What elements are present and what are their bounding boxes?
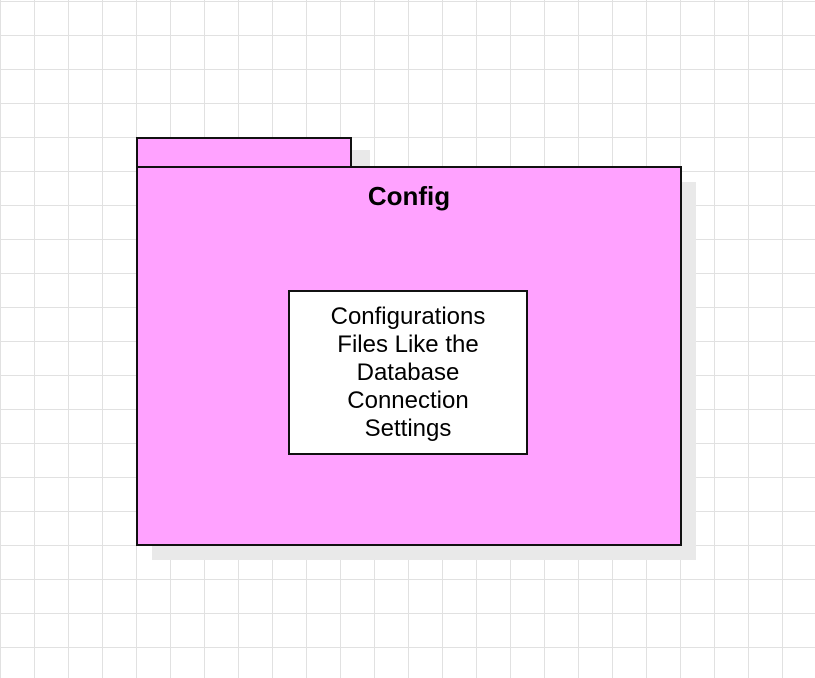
note-box[interactable]: Configurations Files Like the Database C… — [288, 290, 528, 455]
note-text: Configurations Files Like the Database C… — [330, 302, 486, 442]
package-title: Config — [367, 181, 451, 211]
package-config[interactable] — [136, 166, 682, 546]
package-tab[interactable] — [136, 137, 352, 166]
